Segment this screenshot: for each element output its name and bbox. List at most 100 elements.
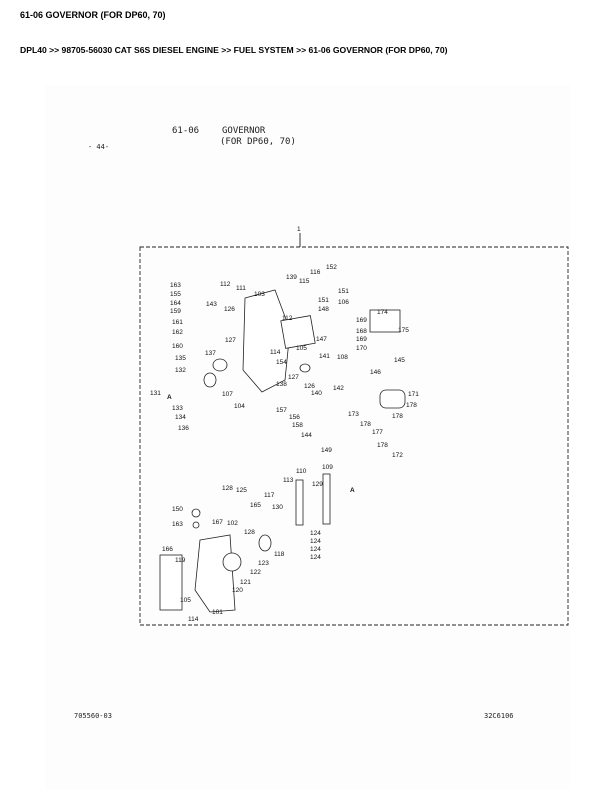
part-callout-132: 132 [175, 367, 186, 374]
part-callout-157: 157 [276, 407, 287, 414]
part-callout-173: 173 [348, 411, 359, 418]
part-callout-104: 104 [234, 403, 245, 410]
part-callout-120: 120 [232, 587, 243, 594]
part-callout-138: 138 [276, 381, 287, 388]
part-callout-125: 125 [236, 487, 247, 494]
control-box-part [369, 309, 401, 333]
part-callout-152: 152 [326, 264, 337, 271]
part-callout-113: 113 [283, 477, 294, 484]
part-callout-108: 108 [337, 354, 348, 361]
part-callout-A: A [167, 394, 172, 401]
part-callout-110: 110 [296, 468, 307, 475]
part-callout-178: 178 [392, 413, 403, 420]
breadcrumb: DPL40 >> 98705-56030 CAT S6S DIESEL ENGI… [20, 45, 448, 55]
part-callout-127: 127 [288, 374, 299, 381]
part-callout-121: 121 [240, 579, 251, 586]
part-callout-112: 112 [220, 281, 231, 288]
washer-part [192, 521, 200, 529]
footer-code: 32C6106 [484, 712, 514, 720]
part-callout-143: 143 [206, 301, 217, 308]
lower-housing-part [194, 534, 236, 613]
part-callout-124: 124 [310, 554, 321, 561]
part-callout-149: 149 [321, 447, 332, 454]
part-callout-134: 134 [175, 414, 186, 421]
part-callout-130: 130 [272, 504, 283, 511]
part-callout-163: 163 [170, 282, 181, 289]
plug-part [191, 508, 201, 518]
sleeve-part [258, 534, 272, 552]
diagram-sheet [45, 85, 570, 790]
part-callout-151: 151 [318, 297, 329, 304]
part-callout-166: 166 [162, 546, 173, 553]
part-callout-114: 114 [188, 616, 199, 623]
assembly-callout: 1 [297, 226, 301, 233]
lever-part [295, 479, 304, 526]
part-callout-170: 170 [356, 345, 367, 352]
part-callout-114: 114 [270, 349, 281, 356]
part-callout-119: 119 [175, 557, 186, 564]
part-callout-129: 129 [312, 481, 323, 488]
part-callout-127: 127 [225, 337, 236, 344]
part-callout-161: 161 [172, 319, 183, 326]
part-callout-171: 171 [408, 391, 419, 398]
part-callout-172: 172 [392, 452, 403, 459]
sheet-title-line2: (FOR DP60, 70) [220, 137, 296, 147]
part-callout-115: 115 [299, 278, 310, 285]
part-cap [212, 358, 228, 372]
footer-drawing-number: 705560-03 [74, 712, 112, 720]
part-callout-141: 141 [319, 353, 330, 360]
part-callout-122: 122 [250, 569, 261, 576]
cover-plate-part [280, 315, 316, 349]
part-callout-107: 107 [222, 391, 233, 398]
part-callout-124: 124 [310, 538, 321, 545]
part-callout-165: 165 [250, 502, 261, 509]
part-callout-128: 128 [222, 485, 233, 492]
part-callout-145: 145 [394, 357, 405, 364]
part-callout-169: 169 [356, 336, 367, 343]
part-callout-162: 162 [172, 329, 183, 336]
part-callout-126: 126 [304, 383, 315, 390]
part-callout-123: 123 [258, 560, 269, 567]
part-callout-147: 147 [316, 336, 327, 343]
part-callout-178: 178 [360, 421, 371, 428]
sheet-page-number: - 44- [88, 143, 110, 151]
part-callout-124: 124 [310, 530, 321, 537]
part-callout-167: 167 [212, 519, 223, 526]
lever-part [322, 473, 331, 525]
part-callout-174: 174 [377, 309, 388, 316]
part-callout-159: 159 [170, 308, 181, 315]
part-callout-103: 103 [254, 291, 265, 298]
part-callout-158: 158 [292, 422, 303, 429]
part-spring-housing [203, 372, 217, 388]
gasket-part [159, 554, 183, 611]
part-callout-135: 135 [175, 355, 186, 362]
part-callout-160: 160 [172, 343, 183, 350]
governor-housing-part [242, 289, 291, 393]
solenoid-part [379, 389, 406, 409]
part-callout-131: 131 [150, 390, 161, 397]
part-callout-126: 126 [224, 306, 235, 313]
part-callout-101: 101 [212, 609, 223, 616]
part-callout-A: A [350, 487, 355, 494]
part-callout-148: 148 [318, 306, 329, 313]
part-callout-105: 105 [296, 345, 307, 352]
part-callout-139: 139 [286, 274, 297, 281]
part-callout-142: 142 [333, 385, 344, 392]
page-title: 61-06 GOVERNOR (FOR DP60, 70) [20, 10, 166, 20]
part-callout-154: 154 [276, 359, 287, 366]
part-callout-140: 140 [311, 390, 322, 397]
part-callout-164: 164 [170, 300, 181, 307]
part-callout-146: 146 [370, 369, 381, 376]
part-bushing [299, 363, 311, 373]
sheet-section-number: 61-06 [172, 126, 200, 136]
part-callout-128: 128 [244, 529, 255, 536]
part-callout-175: 175 [398, 327, 409, 334]
part-callout-112: 112 [282, 315, 293, 322]
part-callout-124: 124 [310, 546, 321, 553]
part-callout-155: 155 [170, 291, 181, 298]
part-callout-137: 137 [205, 350, 216, 357]
part-callout-109: 109 [322, 464, 333, 471]
part-callout-118: 118 [274, 551, 285, 558]
part-callout-105: 105 [180, 597, 191, 604]
